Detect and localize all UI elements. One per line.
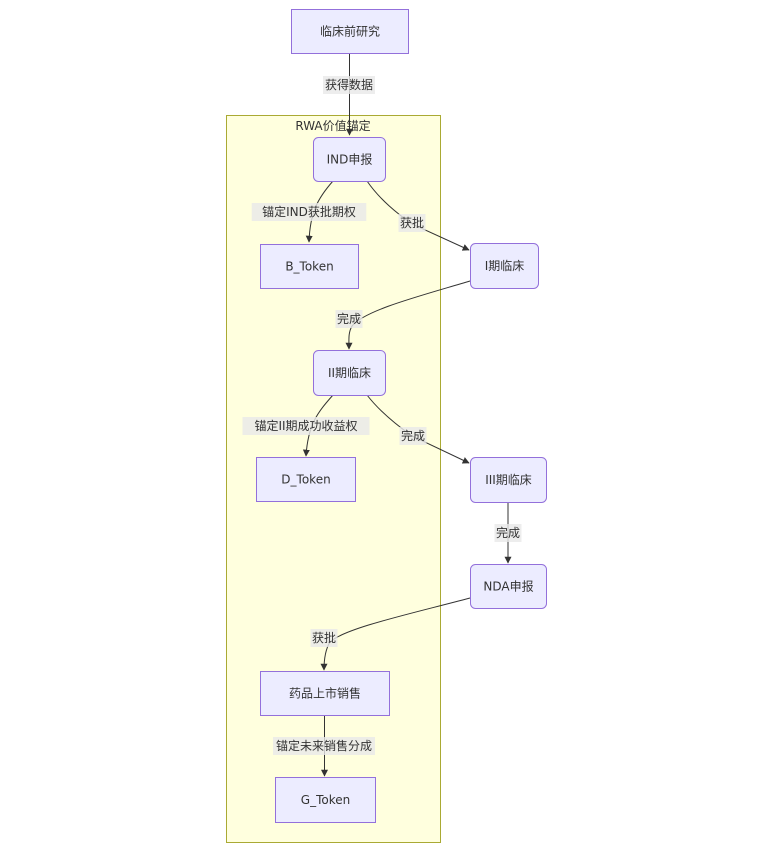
node-phase2[interactable]: II期临床: [313, 350, 386, 396]
edge-label: 完成: [335, 310, 363, 328]
node-box: [313, 350, 386, 396]
node-market[interactable]: 药品上市销售: [260, 671, 390, 716]
edge-label: 锚定II期成功收益权: [242, 417, 370, 435]
edge-label-text: 完成: [496, 525, 520, 540]
edge-label: 完成: [494, 524, 522, 542]
edge-label-background: [273, 737, 375, 755]
node-label: 药品上市销售: [289, 686, 361, 701]
edge-label-background: [494, 524, 522, 542]
edge-label-text: 完成: [401, 428, 425, 443]
edge-label-text: 完成: [337, 311, 361, 326]
edge-label-text: 锚定IND获批期权: [262, 204, 356, 219]
node-label: III期临床: [485, 473, 532, 487]
node-box: [260, 244, 359, 289]
edge-label-text: 锚定II期成功收益权: [254, 418, 357, 433]
edge-label-background: [399, 427, 427, 445]
node-box: [470, 457, 547, 503]
edge-label-background: [323, 76, 375, 94]
edge-label-text: 锚定未来销售分成: [276, 738, 372, 753]
node-ind[interactable]: IND申报: [313, 137, 386, 182]
node-label: G_Token: [301, 793, 350, 807]
node-phase3[interactable]: III期临床: [470, 457, 547, 503]
node-box: [275, 777, 376, 823]
edge-label: 获批: [398, 214, 426, 232]
edge-label: 获批: [310, 629, 338, 647]
node-g-token[interactable]: G_Token: [275, 777, 376, 823]
node-box: [470, 564, 547, 609]
edge-label-background: [251, 203, 367, 221]
edge-label: 完成: [399, 427, 427, 445]
subgraph-label: RWA价值锚定: [295, 118, 370, 133]
node-phase1[interactable]: I期临床: [470, 243, 539, 289]
edge-label-text: 获批: [312, 630, 336, 645]
node-label: NDA申报: [483, 579, 533, 594]
node-b-token[interactable]: B_Token: [260, 244, 359, 289]
node-box: [260, 671, 390, 716]
node-label: IND申报: [327, 152, 373, 167]
node-label: II期临床: [328, 366, 371, 380]
edge-label: 锚定未来销售分成: [273, 737, 375, 755]
node-d-token[interactable]: D_Token: [256, 457, 356, 502]
node-label: I期临床: [485, 259, 525, 273]
edge-label-background: [335, 310, 363, 328]
node-label: B_Token: [285, 260, 333, 274]
node-box: [313, 137, 386, 182]
edge-label-background: [242, 417, 370, 435]
node-box: [256, 457, 356, 502]
node-label: D_Token: [281, 473, 330, 487]
node-box: [470, 243, 539, 289]
edge-label-text: 获得数据: [325, 77, 373, 92]
edge-label-background: [310, 629, 338, 647]
edge-label: 获得数据: [323, 76, 375, 94]
edge-label: 锚定IND获批期权: [251, 203, 367, 221]
node-nda[interactable]: NDA申报: [470, 564, 547, 609]
node-label: 临床前研究: [320, 24, 380, 39]
node-preclinical[interactable]: 临床前研究: [291, 9, 409, 54]
edge-label-text: 获批: [400, 215, 424, 230]
edge-label-background: [398, 214, 426, 232]
node-box: [291, 9, 409, 54]
